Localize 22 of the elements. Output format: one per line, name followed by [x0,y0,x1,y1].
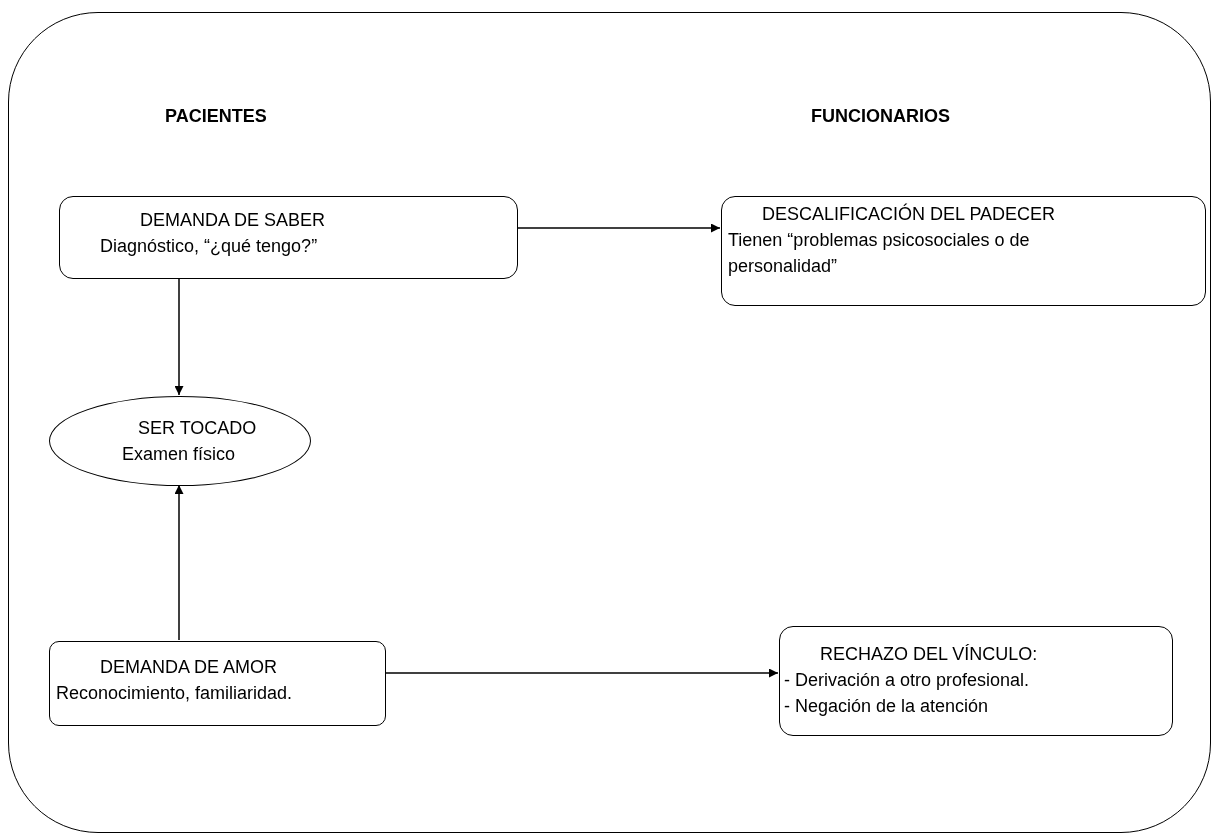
node-heading: DESCALIFICACIÓN DEL PADECER [761,202,1056,226]
process-box [779,626,1173,736]
arrow [384,668,779,678]
node-text: - Derivación a otro profesional. [783,669,1030,692]
arrow [174,484,184,641]
node-text: Tienen “problemas psicosociales o de personalidad” [727,229,1031,278]
node-text: - Negación de la atención [783,695,989,718]
process-box [49,641,386,726]
arrow [516,223,721,233]
node-text: Examen físico [121,443,236,466]
node-text: Diagnóstico, “¿qué tengo?” [99,235,318,258]
node-heading: DEMANDA DE SABER [139,209,326,232]
column-heading: PACIENTES [165,106,267,127]
rounded-frame [8,12,1211,833]
process-box [721,196,1206,306]
process-box [59,196,518,279]
column-heading: FUNCIONARIOS [811,106,950,127]
node-text: Reconocimiento, familiaridad. [55,682,293,705]
node-heading: DEMANDA DE AMOR [99,656,278,679]
node-heading: SER TOCADO [137,417,257,440]
arrow [174,277,184,396]
node-heading: RECHAZO DEL VÍNCULO: [819,643,1038,666]
